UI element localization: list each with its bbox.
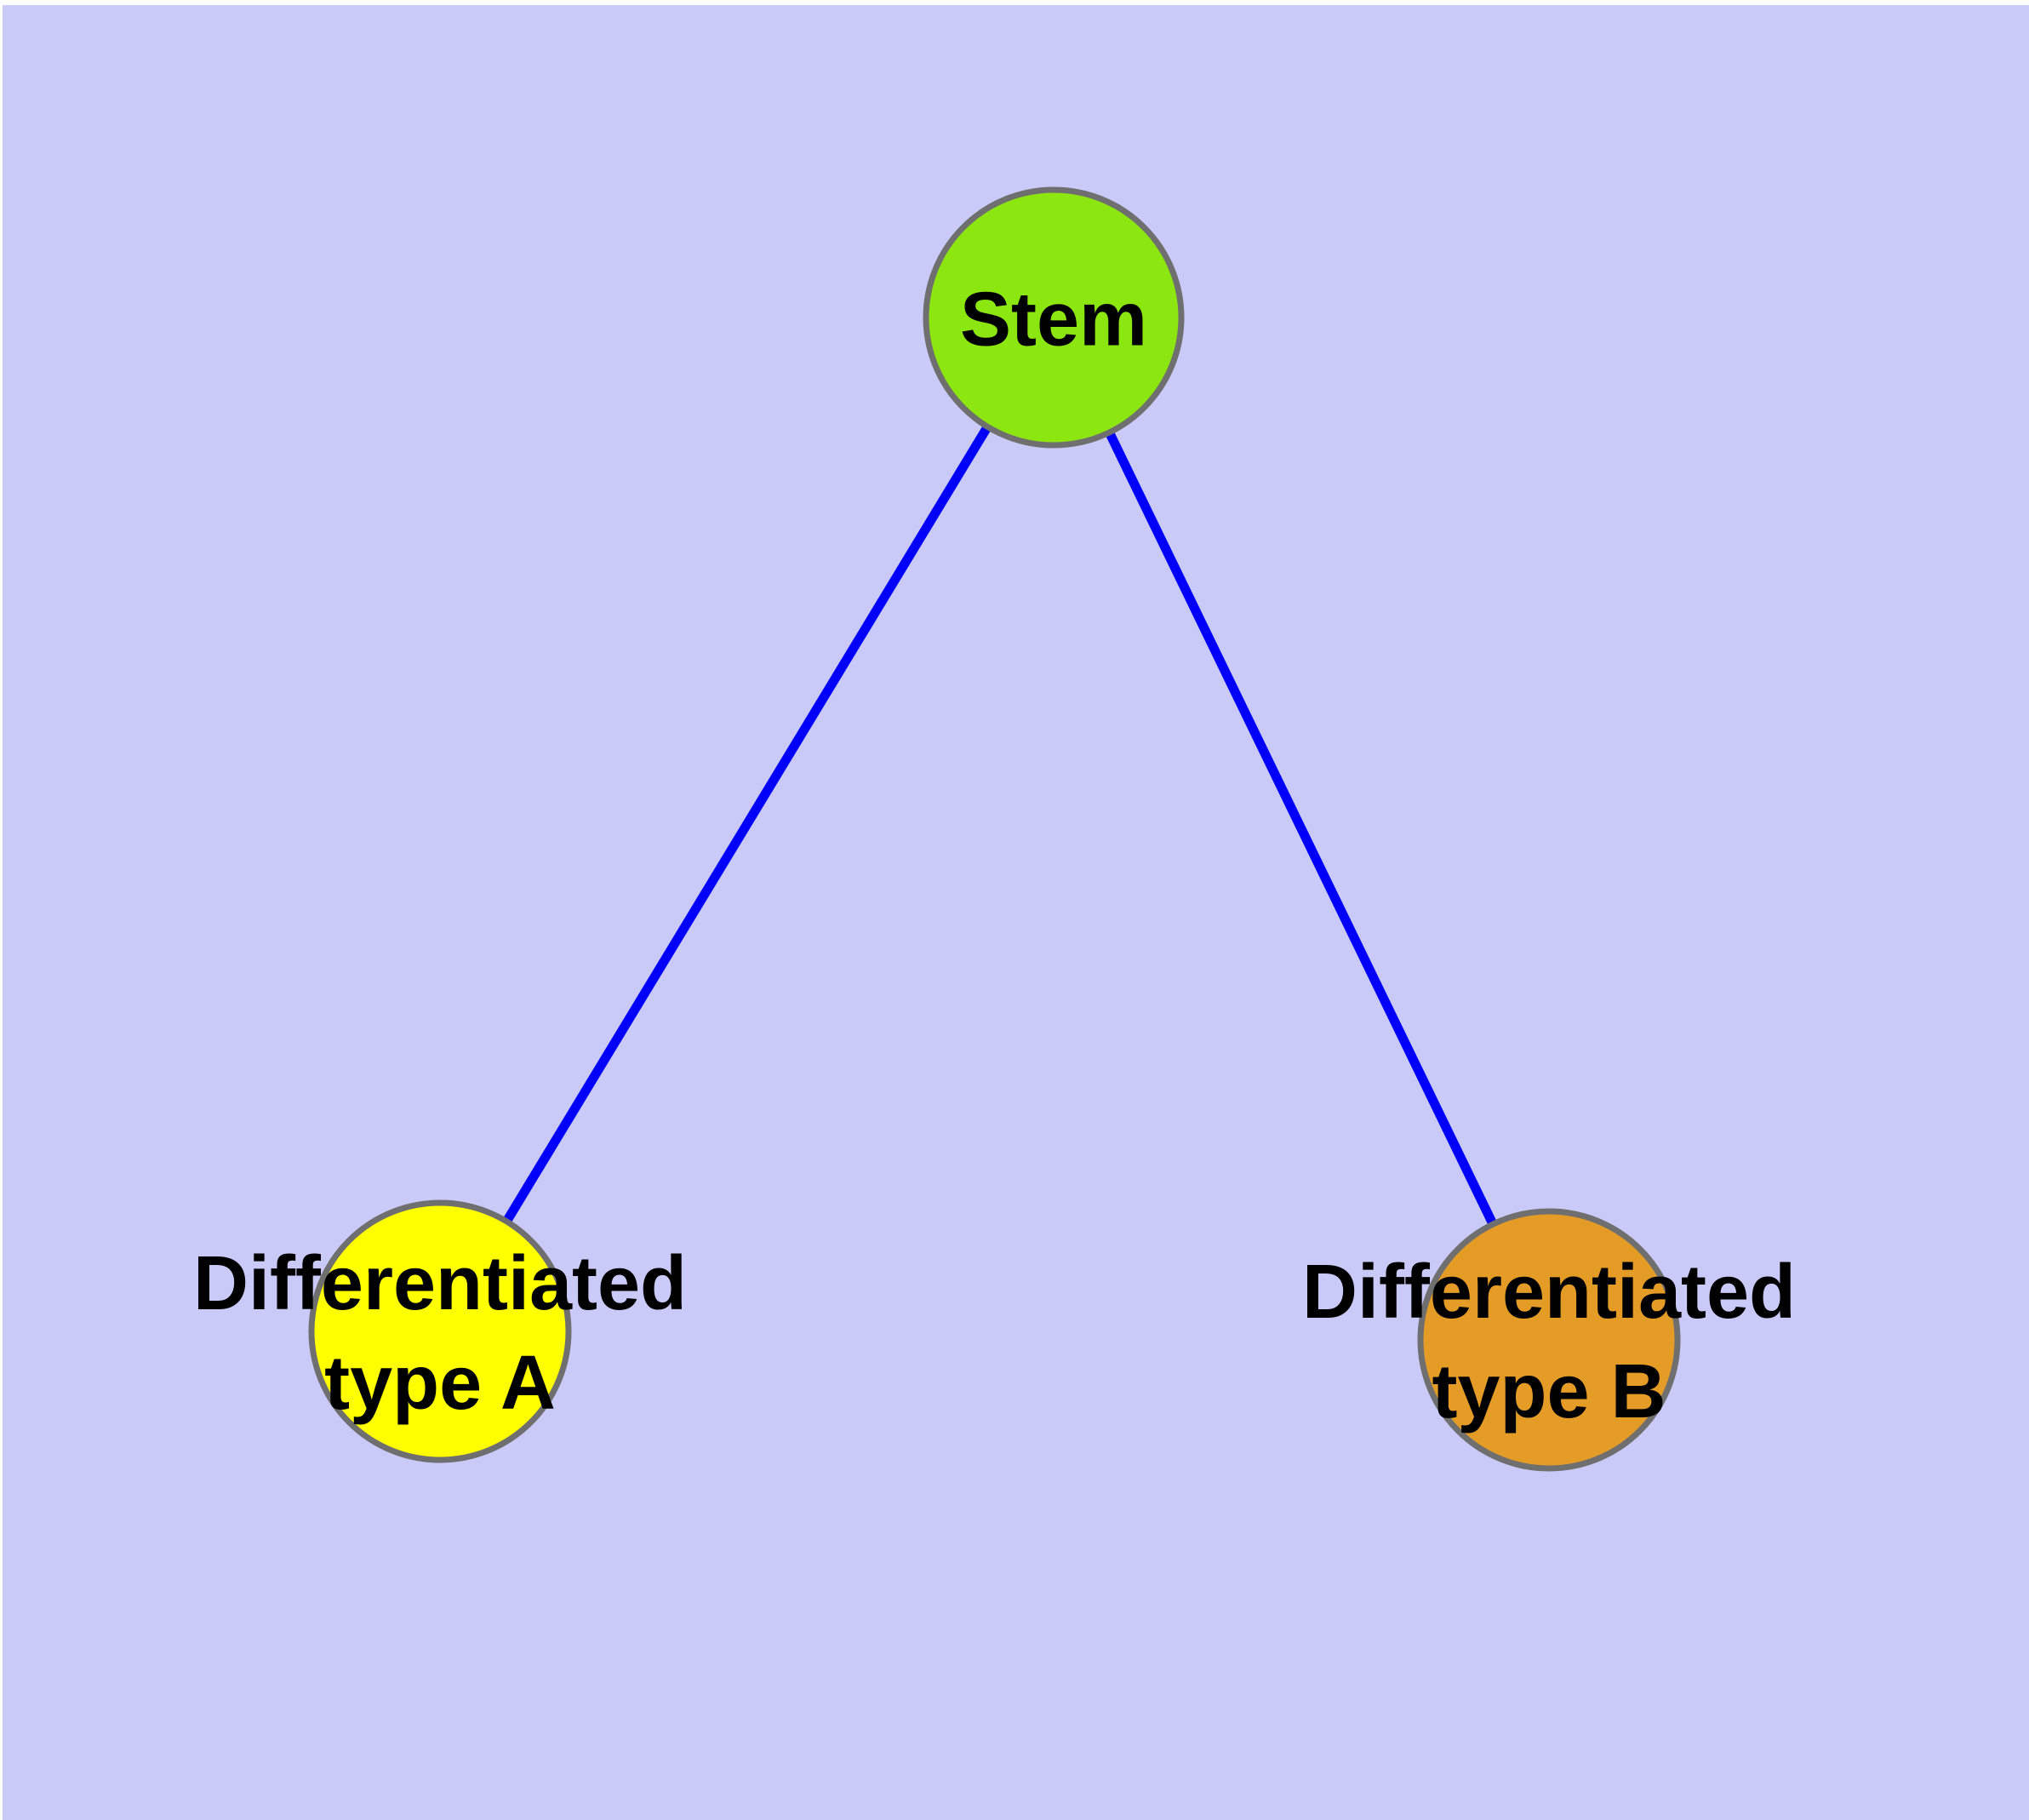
node-differentiated-type-b — [1417, 1208, 1681, 1472]
node-label-line: type A — [324, 1341, 556, 1426]
node-label-differentiated-type-b: Differentiated type B — [1302, 1250, 1796, 1434]
node-differentiated-type-a — [308, 1199, 572, 1463]
node-label-line: type B — [1432, 1349, 1666, 1434]
edge-stem-to-differentiated-type-b — [1049, 315, 1553, 1342]
node-label-differentiated-type-a: Differentiated type A — [193, 1241, 687, 1426]
node-stem — [923, 186, 1185, 449]
node-label-line: Differentiated — [193, 1241, 687, 1326]
node-label-line: Differentiated — [1302, 1250, 1796, 1335]
edge-stem-to-differentiated-type-a — [436, 315, 1058, 1334]
node-label-line: Stem — [960, 277, 1147, 362]
node-label-stem: Stem — [960, 277, 1147, 362]
